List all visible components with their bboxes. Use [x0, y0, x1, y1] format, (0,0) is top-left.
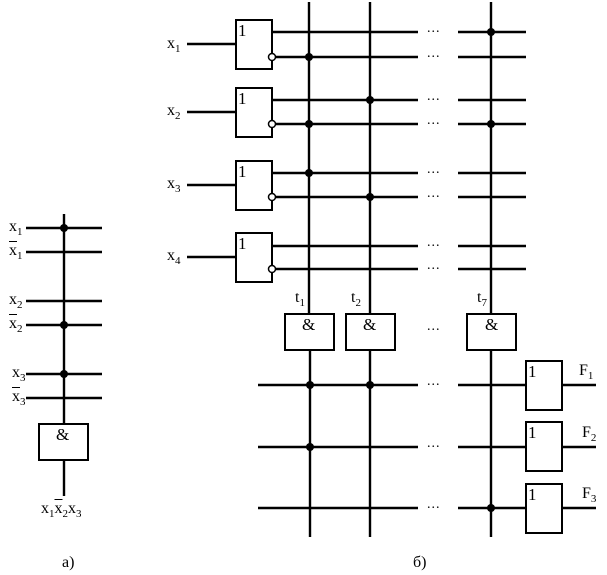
panel-b-caption: б) [413, 554, 427, 571]
ellipsis: ... [427, 436, 441, 451]
ellipsis: ... [427, 186, 441, 201]
panel-b-and-symbol: & [302, 315, 316, 334]
var-sub: 2 [355, 297, 361, 309]
panel-b-input-gate-symbol: 1 [238, 89, 247, 108]
var-base: x [167, 102, 175, 119]
var-sub: 3 [20, 396, 26, 408]
ellipsis: ... [427, 89, 441, 104]
panel-b-or-symbol: 1 [528, 362, 537, 381]
panel-b-input-gate-symbol: 1 [238, 21, 247, 40]
var-base: x [167, 35, 175, 52]
var-sub: 7 [481, 297, 487, 309]
var-base: x [68, 500, 76, 517]
var-sub: 3 [76, 508, 82, 520]
var-base: x [9, 218, 17, 235]
var-sub: 3 [590, 493, 597, 505]
var-sub: 1 [17, 226, 23, 238]
var-sub: 2 [590, 432, 597, 444]
var-base: F [579, 362, 588, 379]
panel-a-input-label: x2 [9, 292, 23, 313]
panel-a-input-label-negated: x1 [9, 243, 23, 264]
var-base: x [9, 291, 17, 308]
panel-b-input-gates [235, 19, 273, 283]
panel-b-input-label: x3 [167, 176, 181, 197]
ellipsis: ... [427, 162, 441, 177]
panel-b-output-label: F1 [579, 363, 593, 384]
panel-b-or-symbol: 1 [528, 423, 537, 442]
panel-b-term-label: t7 [477, 290, 487, 311]
var-sub: 1 [175, 43, 181, 55]
panel-b-output-label: F2 [582, 425, 596, 446]
var-base: x [167, 247, 175, 264]
ellipsis: ... [427, 374, 441, 389]
panel-b-output-label: F3 [582, 486, 596, 507]
var-base: x [167, 175, 175, 192]
var-base-negated: x [9, 315, 17, 332]
ellipsis: ... [427, 21, 441, 36]
var-base: x [41, 500, 49, 517]
panel-b-input-label: x4 [167, 248, 181, 269]
ellipsis: ... [427, 235, 441, 250]
panel-b-output-wires [562, 383, 596, 510]
var-base-negated: x [12, 388, 20, 405]
panel-b-or-gates [525, 360, 563, 534]
panel-a-caption: а) [62, 554, 75, 571]
panel-b-and-gates [284, 313, 517, 351]
ellipsis: ... [427, 497, 441, 512]
var-base: t [351, 289, 356, 306]
var-sub: 2 [62, 508, 69, 520]
var-sub: 2 [17, 323, 23, 335]
panel-b-input-wires [187, 42, 236, 259]
var-sub: 1 [299, 297, 305, 309]
ellipsis: ... [427, 258, 441, 273]
var-base: t [295, 289, 300, 306]
panel-a-junctions [60, 224, 68, 378]
panel-b-term-label: t2 [351, 290, 361, 311]
panel-b-and-symbol: & [485, 315, 499, 334]
panel-b-input-gate-symbol: 1 [238, 234, 247, 253]
var-sub: 2 [175, 110, 181, 122]
panel-b-junctions [305, 28, 495, 512]
panel-b-term-label: t1 [295, 290, 305, 311]
panel-b-input-label: x2 [167, 103, 181, 124]
panel-a-and-symbol: & [56, 425, 70, 444]
panel-a-output-label: x1x2x3 [41, 501, 82, 522]
var-base: x [12, 364, 20, 381]
var-sub: 4 [175, 255, 181, 267]
panel-b-or-symbol: 1 [528, 485, 537, 504]
panel-a-input-label: x3 [12, 365, 26, 386]
var-sub: 2 [17, 299, 23, 311]
ellipsis: ... [427, 319, 441, 334]
panel-b-bus-wires [258, 383, 526, 510]
panel-b-input-gate-symbol: 1 [238, 162, 247, 181]
panel-a-input-label: x1 [9, 219, 23, 240]
var-base-negated: x [9, 242, 17, 259]
var-sub: 1 [17, 250, 23, 262]
panel-a-and-gate [38, 423, 89, 461]
var-base-negated: x [54, 500, 63, 517]
panel-b-inverter-bubbles [267, 52, 277, 274]
var-base: F [582, 485, 591, 502]
ellipsis: ... [427, 46, 441, 61]
var-sub: 3 [20, 372, 26, 384]
panel-b-rail-wires [272, 30, 526, 271]
var-sub: 1 [587, 370, 594, 382]
panel-a-input-label-negated: x3 [12, 389, 26, 410]
var-sub: 1 [49, 508, 55, 520]
panel-a-input-label-negated: x2 [9, 316, 23, 337]
var-base: F [582, 424, 591, 441]
var-base: t [477, 289, 482, 306]
ellipsis: ... [427, 113, 441, 128]
panel-b-input-label: x1 [167, 36, 181, 57]
var-sub: 3 [175, 183, 181, 195]
panel-b-and-symbol: & [363, 315, 377, 334]
